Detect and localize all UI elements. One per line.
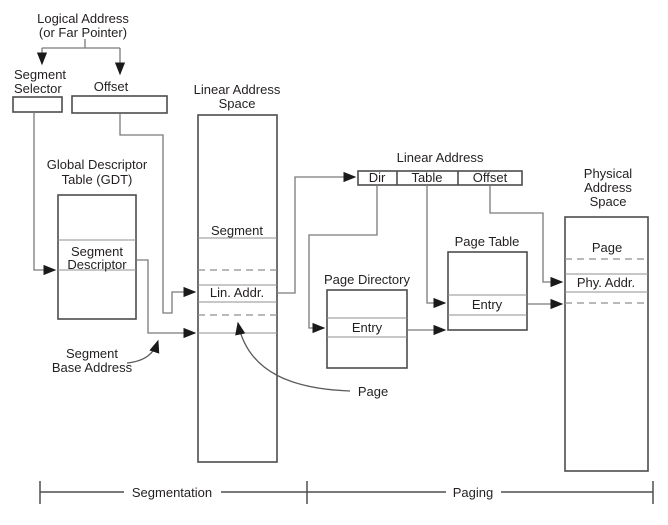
gdt-box [57, 194, 137, 320]
offset-to-linear-space-connector [119, 113, 197, 314]
dir-to-page-directory-connector [308, 185, 378, 334]
segment-base-label: Segment [66, 346, 118, 361]
page-table-box [447, 251, 528, 331]
las-segment-label: Segment [211, 223, 263, 238]
segment-base-sublabel: Base Address [52, 360, 133, 375]
descriptor-to-segment-base-connector [136, 259, 197, 339]
gdt-subtitle: Table (GDT) [62, 172, 133, 187]
offset-to-physical-connector [489, 185, 564, 288]
linspace-to-linear-address-connector [277, 171, 357, 294]
segment-selector-box [12, 96, 63, 113]
segmentation-label: Segmentation [132, 485, 212, 500]
selector-to-gdt-connector [33, 112, 57, 276]
segment-base-callout-arrow [126, 339, 160, 364]
pas-page-label: Page [592, 240, 622, 255]
offset-cell-label: Offset [473, 170, 508, 185]
physical-space-title3: Space [590, 194, 627, 209]
paging-label: Paging [453, 485, 493, 500]
linear-address-space-subtitle: Space [219, 96, 256, 111]
gdt-title: Global Descriptor [47, 157, 148, 172]
segment-descriptor-sublabel: Descriptor [67, 257, 127, 272]
linear-address-box [357, 170, 523, 186]
offset-label: Offset [94, 79, 129, 94]
page-callout-arrow [235, 321, 351, 392]
las-lin-addr-label: Lin. Addr. [210, 285, 264, 300]
page-directory-box [326, 289, 408, 369]
page-callout-label: Page [358, 384, 388, 399]
physical-space-title2: Address [584, 180, 632, 195]
table-cell-label: Table [411, 170, 442, 185]
page-directory-title: Page Directory [324, 272, 410, 287]
pt-entry-label: Entry [472, 297, 503, 312]
linear-address-space-box [197, 114, 278, 463]
offset-box [71, 95, 168, 114]
physical-space-title: Physical [584, 166, 633, 181]
pd-entry-label: Entry [352, 320, 383, 335]
segment-selector-sublabel: Selector [14, 81, 62, 96]
logical-address-label: Logical Address [37, 11, 129, 26]
physical-address-space-box [564, 216, 649, 472]
linear-address-space-title: Linear Address [194, 82, 281, 97]
table-to-page-table-connector [426, 185, 447, 309]
linear-address-title: Linear Address [397, 150, 484, 165]
segment-descriptor-label: Segment [71, 244, 123, 259]
page-table-title: Page Table [455, 234, 520, 249]
logical-address-sublabel: (or Far Pointer) [39, 25, 127, 40]
segment-selector-label: Segment [14, 67, 66, 82]
dir-cell-label: Dir [369, 170, 386, 185]
pas-phy-addr-label: Phy. Addr. [577, 275, 635, 290]
